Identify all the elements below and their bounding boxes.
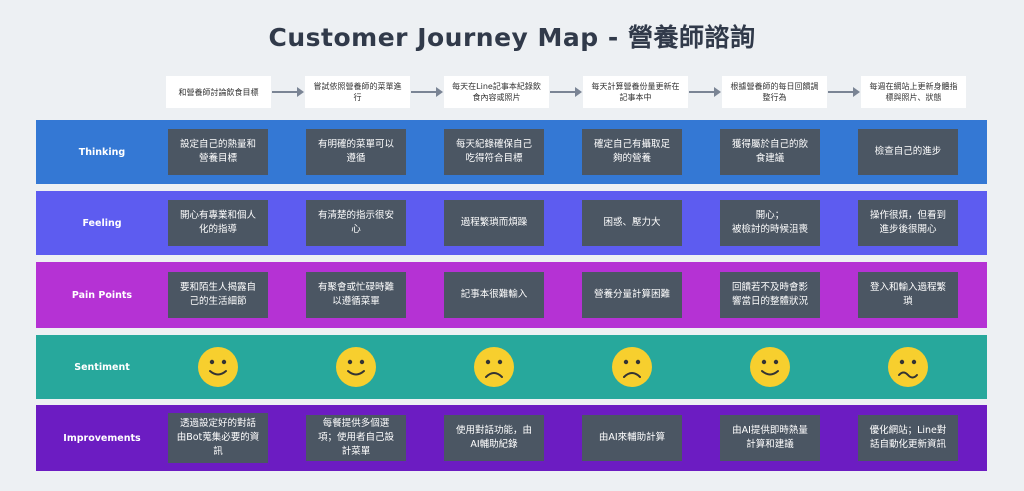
improvement-card: 由AI提供即時熱量計算和建議 (720, 415, 820, 461)
row-label-improvements: Improvements (63, 432, 141, 444)
arrow-5 (828, 87, 860, 97)
step-2: 嘗試依照營養師的菜單進行 (305, 76, 410, 108)
step-6: 每週在網站上更新身體指標與照片、狀態 (861, 76, 966, 108)
row-label-sentiment: Sentiment (74, 361, 130, 373)
thinking-card: 有明確的菜單可以遵循 (306, 129, 406, 175)
thinking-card: 設定自己的熱量和營養目標 (168, 129, 268, 175)
step-1: 和營養師討論飲食目標 (166, 76, 271, 108)
row-feeling: Feeling 開心有專業和個人化的指導 有清楚的指示很安心 過程繁瑣而煩躁 困… (36, 191, 987, 255)
feeling-card: 操作很煩，但看到進步後很開心 (858, 200, 958, 246)
happy-face-icon (198, 347, 238, 387)
feeling-card: 過程繁瑣而煩躁 (444, 200, 544, 246)
happy-face-icon (336, 347, 376, 387)
pain-point-card: 記事本很難輸入 (444, 272, 544, 318)
improvement-card: 優化網站；Line對話自動化更新資訊 (858, 415, 958, 461)
row-improvements: Improvements 透過設定好的對話由Bot蒐集必要的資訊 每餐提供多個選… (36, 405, 987, 471)
arrow-4 (689, 87, 721, 97)
thinking-card: 獲得屬於自己的飲食建議 (720, 129, 820, 175)
thinking-card: 每天紀錄確保自己吃得符合目標 (444, 129, 544, 175)
page-title: Customer Journey Map - 營養師諮詢 (268, 23, 756, 52)
feeling-card: 開心； 被檢討的時候沮喪 (720, 200, 820, 246)
row-label-thinking: Thinking (78, 146, 126, 158)
arrow-3 (550, 87, 582, 97)
improvement-card: 由AI來輔助計算 (582, 415, 682, 461)
row-label-feeling: Feeling (82, 217, 122, 229)
arrow-2 (411, 87, 443, 97)
pain-point-card: 回饋若不及時會影響當日的整體狀況 (720, 272, 820, 318)
row-label-pain-points: Pain Points (71, 289, 133, 301)
pain-point-card: 營養分量計算困難 (582, 272, 682, 318)
sad-face-icon (474, 347, 514, 387)
row-pain-points: Pain Points 要和陌生人揭露自己的生活細節 有聚會或忙碌時難以遵循菜單… (36, 262, 987, 328)
improvement-card: 使用對話功能，由AI輔助紀錄 (444, 415, 544, 461)
uneasy-face-icon (888, 347, 928, 387)
row-sentiment: Sentiment (36, 335, 987, 399)
step-3: 每天在Line記事本紀錄飲食內容或照片 (444, 76, 549, 108)
row-thinking: Thinking 設定自己的熱量和營養目標 有明確的菜單可以遵循 每天紀錄確保自… (36, 120, 987, 184)
thinking-card: 確定自己有攝取足夠的營養 (582, 129, 682, 175)
feeling-card: 有清楚的指示很安心 (306, 200, 406, 246)
pain-point-card: 有聚會或忙碌時難以遵循菜單 (306, 272, 406, 318)
arrow-1 (272, 87, 304, 97)
feeling-card: 困惑、壓力大 (582, 200, 682, 246)
improvement-card: 透過設定好的對話由Bot蒐集必要的資訊 (168, 413, 268, 463)
improvement-card: 每餐提供多個選項；使用者自己設計菜單 (306, 415, 406, 461)
step-5: 根據營養師的每日回饋調整行為 (722, 76, 827, 108)
happy-face-icon (750, 347, 790, 387)
thinking-card: 檢查自己的進步 (858, 129, 958, 175)
pain-point-card: 要和陌生人揭露自己的生活細節 (168, 272, 268, 318)
sad-face-icon (612, 347, 652, 387)
step-4: 每天計算營養份量更新在記事本中 (583, 76, 688, 108)
pain-point-card: 登入和輸入過程繁瑣 (858, 272, 958, 318)
feeling-card: 開心有專業和個人化的指導 (168, 200, 268, 246)
